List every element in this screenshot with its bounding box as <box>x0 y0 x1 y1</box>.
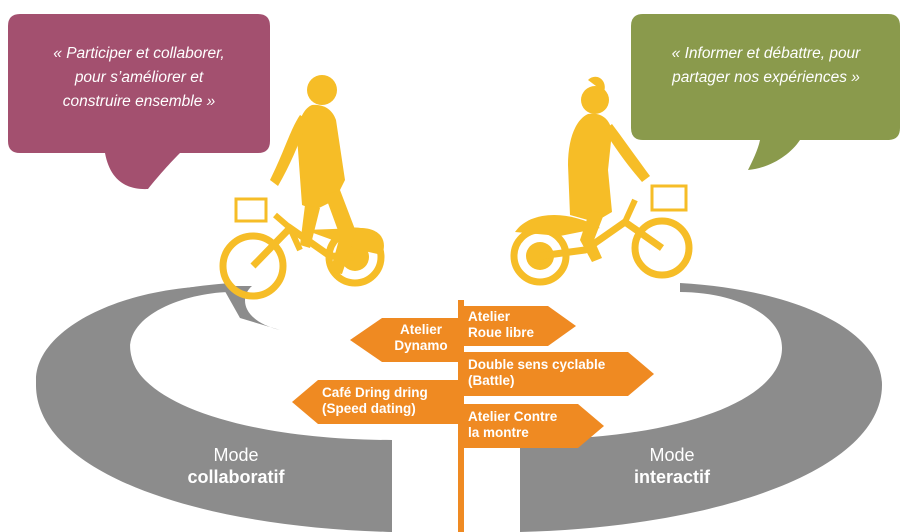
sign-atelier-dynamo-label: Atelier Dynamo <box>386 322 456 354</box>
sign-line: Roue libre <box>468 325 535 340</box>
sign-double-sens-cyclable <box>464 352 654 396</box>
mode-line: Mode <box>649 445 695 465</box>
sign-cafe-dring-dring <box>292 380 458 424</box>
sign-atelier-contre-la-montre-label: Atelier Contre la montre <box>468 409 588 441</box>
sign-line: Atelier <box>399 322 443 337</box>
bubble-left-line: « Participer et collaborer, <box>53 45 225 62</box>
bubble-right-line: partager nos expériences » <box>672 69 860 86</box>
bubble-left-text: « Participer et collaborer, pour s’améli… <box>14 42 264 114</box>
bubble-left <box>8 14 270 190</box>
bubble-left-line: pour s’améliorer et <box>74 69 204 86</box>
road-left-outer <box>36 283 392 532</box>
sign-line: Dynamo <box>394 338 448 353</box>
sign-double-sens-cyclable-label: Double sens cyclable (Battle) <box>468 357 638 389</box>
sign-atelier-roue-libre-label: Atelier Roue libre <box>468 309 558 341</box>
sign-atelier-dynamo <box>350 318 458 362</box>
sign-atelier-roue-libre <box>464 306 576 346</box>
sign-line: Atelier <box>468 309 511 324</box>
sign-line: (Battle) <box>468 373 515 388</box>
bubble-right <box>631 14 900 170</box>
sign-line: Double sens cyclable <box>468 357 606 372</box>
sign-line: Café Dring dring <box>322 385 428 400</box>
bubble-right-text: « Informer et débattre, pour partager no… <box>636 42 896 90</box>
mode-interactif-label: Mode interactif <box>592 444 752 488</box>
cyclist-woman-icon <box>510 76 693 286</box>
mode-collaboratif-label: Mode collaboratif <box>156 444 316 488</box>
signpost-pole <box>458 300 464 532</box>
bubble-right-line: « Informer et débattre, pour <box>671 45 861 62</box>
sign-line: Atelier Contre <box>468 409 558 424</box>
sign-cafe-dring-dring-label: Café Dring dring (Speed dating) <box>322 385 456 417</box>
cyclist-man-icon <box>219 75 385 300</box>
mode-line-bold: collaboratif <box>187 467 285 487</box>
bubble-left-line: construire ensemble » <box>62 93 216 110</box>
mode-line-bold: interactif <box>633 467 711 487</box>
road-right-outer <box>520 283 882 532</box>
sign-line: la montre <box>468 425 529 440</box>
sign-line: (Speed dating) <box>322 401 416 416</box>
mode-line: Mode <box>213 445 259 465</box>
sign-atelier-contre-la-montre <box>464 404 604 448</box>
